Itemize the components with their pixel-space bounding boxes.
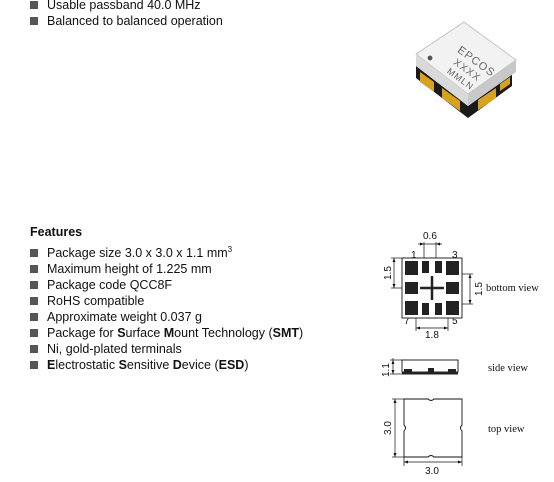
top-bullet-list: Usable passband 40.0 MHz Balanced to bal…: [30, 0, 223, 29]
side-view-label: side view: [488, 363, 528, 374]
pin-5-label: 5: [452, 316, 458, 327]
feature-package-code: Package code QCC8F: [30, 277, 303, 293]
dim-top-width: 3.0: [425, 466, 439, 477]
pin-1-label: 1: [411, 250, 417, 261]
feature-terminals: Ni, gold-plated terminals: [30, 341, 303, 357]
feature-smt: Package for Surface Mount Technology (SM…: [30, 325, 303, 341]
pin-7-label: 7: [404, 316, 410, 327]
dim-bottom: 1.8: [425, 330, 439, 341]
dim-pad-pitch: 0.6: [423, 231, 437, 242]
dim-side-height: 1.1: [381, 363, 392, 377]
features-list: Package size 3.0 x 3.0 x 1.1 mm3 Maximum…: [30, 245, 303, 373]
feature-weight: Approximate weight 0.037 g: [30, 309, 303, 325]
dim-left: 1.5: [383, 266, 394, 280]
side-view-drawing: 1.1 side view: [381, 358, 528, 377]
bottom-view-drawing: 0.6 1 3 7 5 1.5 1.5 1.8 b: [383, 231, 539, 341]
top-view-label: top view: [488, 424, 525, 435]
feature-max-height: Maximum height of 1.225 mm: [30, 261, 303, 277]
bottom-view-label: bottom view: [486, 283, 539, 294]
feature-rohs: RoHS compatible: [30, 293, 303, 309]
dim-right: 1.5: [474, 282, 485, 296]
feature-package-size: Package size 3.0 x 3.0 x 1.1 mm3: [30, 245, 303, 261]
chip-image: EPCOS XXXX MMLN: [415, 21, 517, 118]
top-view-drawing: 3.0 3.0 top view: [383, 398, 525, 477]
bullet-balanced-operation: Balanced to balanced operation: [30, 13, 223, 29]
bullet-usable-passband: Usable passband 40.0 MHz: [30, 0, 223, 13]
features-heading: Features: [30, 225, 83, 239]
pin-3-label: 3: [452, 250, 458, 261]
feature-esd: Electrostatic Sensitive Device (ESD): [30, 357, 303, 373]
dim-top-height: 3.0: [383, 421, 394, 435]
